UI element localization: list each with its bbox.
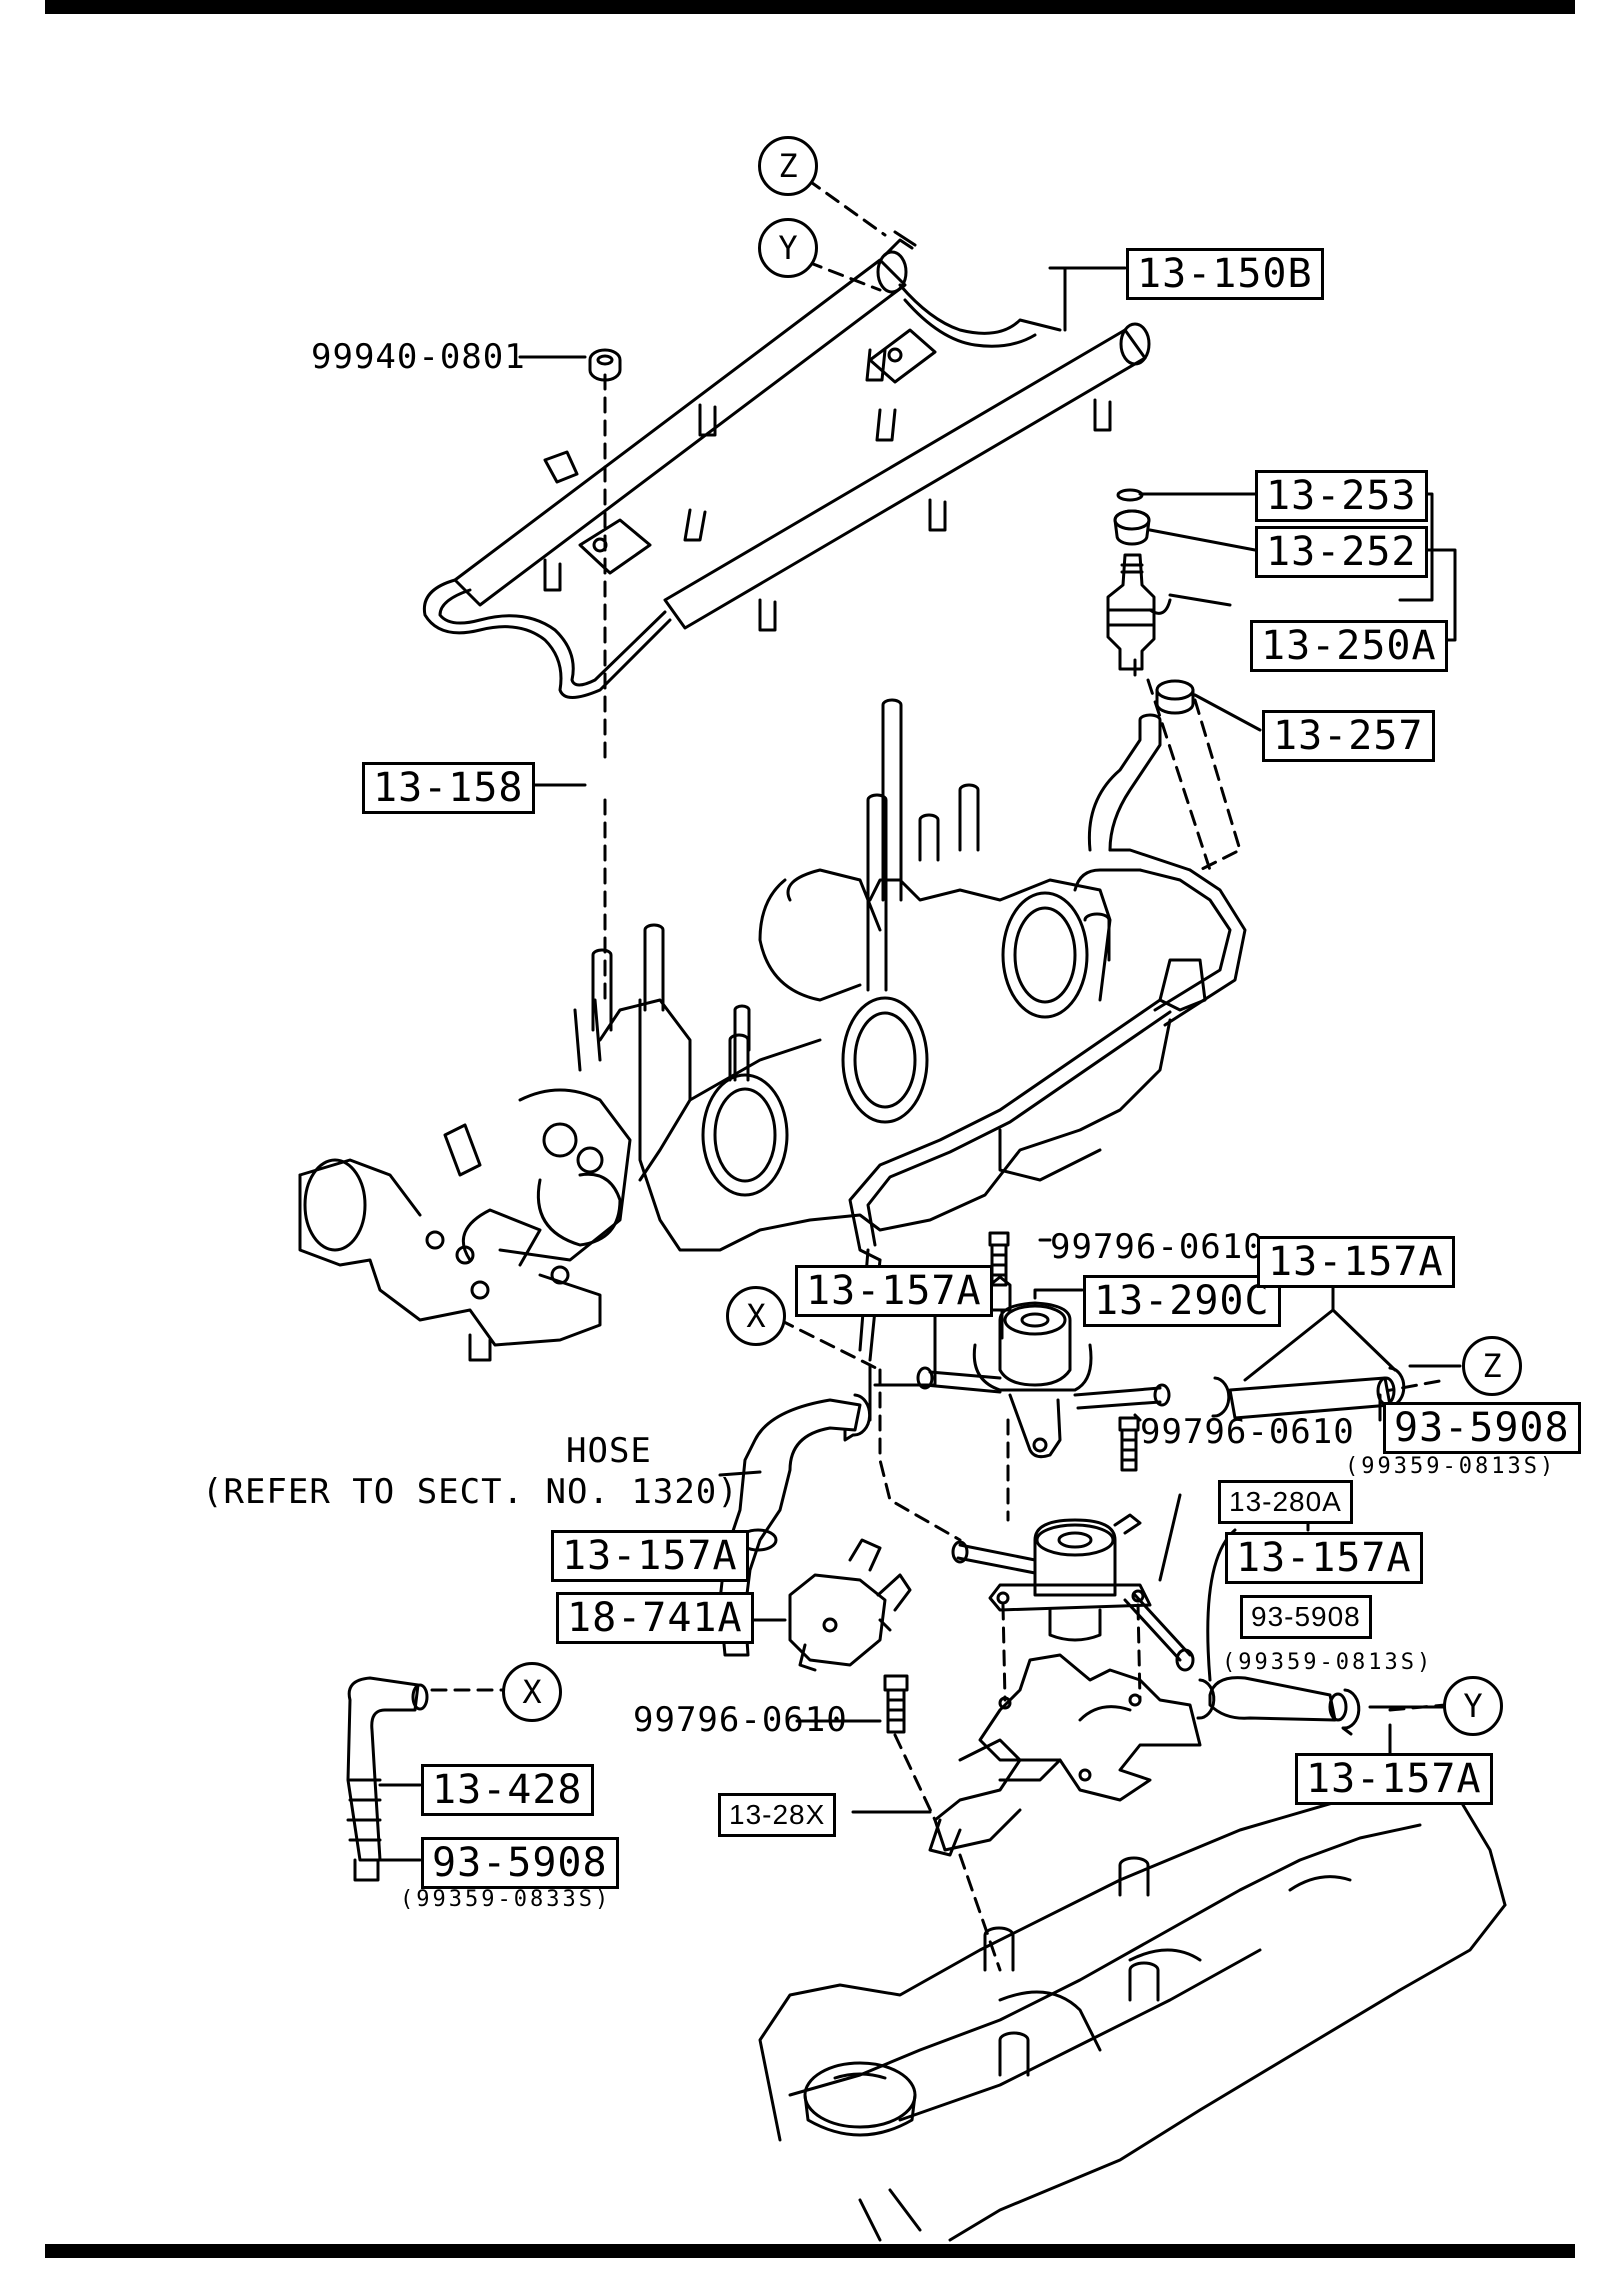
hose-note-title: HOSE — [566, 1431, 652, 1471]
bolts — [588, 348, 1140, 1734]
ref-letter: Z — [778, 147, 798, 185]
intake-manifold — [298, 698, 1247, 1362]
callout-13-158: 13-158 — [362, 762, 535, 814]
hose-note-reference: (REFER TO SECT. NO. 1320) — [202, 1472, 739, 1512]
callout-13-257: 13-257 — [1262, 710, 1435, 762]
callout-13-252: 13-252 — [1255, 526, 1428, 578]
top-border-rule — [45, 0, 1575, 14]
bottom-border-rule — [45, 2244, 1575, 2258]
ref-letter: Y — [778, 229, 798, 267]
callout-13-157A-left: 13-157A — [551, 1530, 749, 1582]
callout-13-250A: 13-250A — [1250, 620, 1448, 672]
part-number-bolt-3: 99796-0610 — [633, 1700, 848, 1740]
subcode-upper: (99359-0813S) — [1345, 1454, 1557, 1479]
callout-93-5908-upper: 93-5908 — [1383, 1402, 1581, 1454]
leader-lines — [430, 178, 1447, 1972]
callout-13-253: 13-253 — [1255, 470, 1428, 522]
callout-13-290C: 13-290C — [1083, 1275, 1281, 1327]
callout-13-28X: 13-28X — [718, 1793, 837, 1837]
ref-letter: X — [522, 1673, 542, 1711]
callout-13-280A: 13-280A — [1218, 1480, 1353, 1524]
ref-circle-z-top: Z — [758, 136, 818, 196]
injector-parts — [1106, 488, 1195, 715]
solenoid-valve — [788, 1538, 912, 1672]
part-number-nut: 99940-0801 — [311, 337, 526, 377]
callout-13-157A-lower-right: 13-157A — [1295, 1753, 1493, 1805]
fuel-rail-assembly — [422, 230, 1151, 699]
ref-circle-x-left: X — [502, 1662, 562, 1722]
subcode-lower: (99359-0833S) — [400, 1887, 612, 1912]
callout-13-428: 13-428 — [421, 1764, 594, 1816]
hoses — [346, 1366, 1406, 1882]
subcode-mid: (99359-0813S) — [1222, 1650, 1434, 1675]
lower-pressure-regulator — [951, 1513, 1195, 1672]
callout-93-5908-mid: 93-5908 — [1240, 1595, 1372, 1639]
ref-circle-y-top: Y — [758, 218, 818, 278]
ref-letter: X — [746, 1297, 766, 1335]
ref-letter: Z — [1482, 1347, 1502, 1385]
ref-circle-z-right: Z — [1462, 1336, 1522, 1396]
regulator-bracket — [928, 1653, 1202, 1857]
valve-cover — [758, 1788, 1507, 2242]
callout-13-150B: 13-150B — [1126, 248, 1324, 300]
ref-circle-x-mid: X — [726, 1286, 786, 1346]
callout-13-157A-center: 13-157A — [795, 1265, 993, 1317]
callout-13-157A-upper-right: 13-157A — [1257, 1236, 1455, 1288]
callout-93-5908-lower: 93-5908 — [421, 1837, 619, 1889]
ref-circle-y-right: Y — [1443, 1676, 1503, 1736]
part-number-bolt-1: 99796-0610 — [1050, 1227, 1265, 1267]
callout-18-741A: 18-741A — [556, 1592, 754, 1644]
callout-13-157A-right: 13-157A — [1225, 1532, 1423, 1584]
ref-letter: Y — [1463, 1687, 1483, 1725]
part-number-bolt-2: 99796-0610 — [1140, 1412, 1355, 1452]
